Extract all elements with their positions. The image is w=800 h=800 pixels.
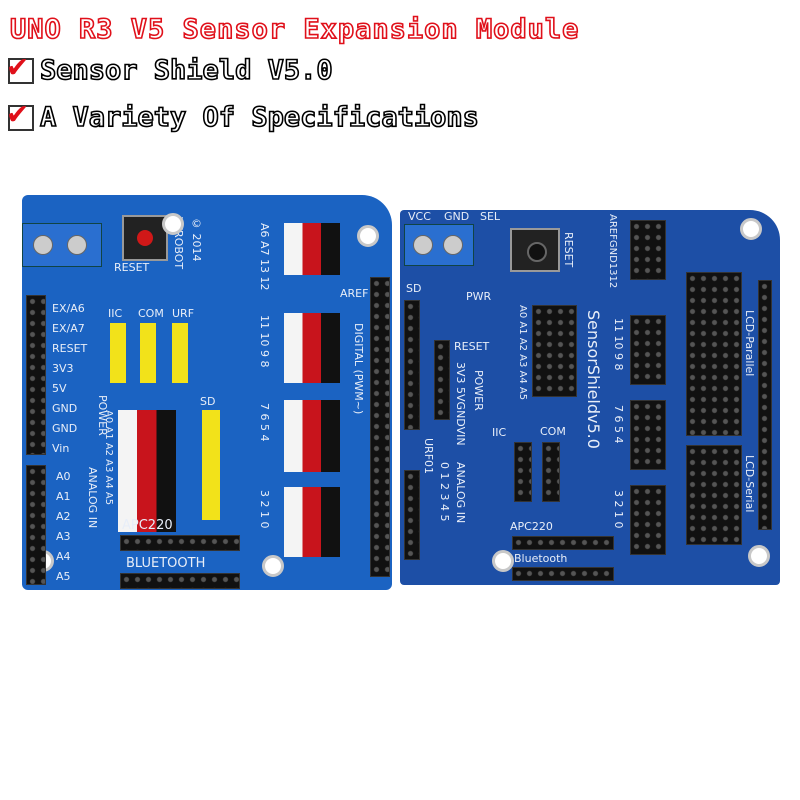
digital-header-2 [630, 315, 666, 385]
feature-item: ✔ A Variety Of Specifications [8, 93, 480, 134]
reset-label: RESET [114, 261, 150, 274]
digital-sensor-header-4 [284, 487, 340, 557]
digital-header [370, 277, 390, 577]
feature-item: ✔ Sensor Shield V5.0 [8, 46, 333, 87]
product-title: UNO R3 V5 Sensor Expansion Module [9, 13, 580, 46]
analog-in-label: ANALOG IN [86, 467, 99, 529]
left-sensor-shield-board: RESET YFROBOT © 2014 EX/A6 EX/A7 RESET 3… [22, 195, 392, 590]
lcd-parallel-connector [686, 272, 742, 436]
sd-yellow-header [202, 410, 220, 520]
feature-text: Sensor Shield V5.0 [39, 54, 333, 87]
digital-label: DIGITAL (PWM~) [352, 323, 365, 415]
power-terminal [404, 224, 474, 266]
iic-header [514, 442, 532, 502]
year-label: © 2014 [190, 217, 203, 262]
bluetooth-label: BLUETOOTH [126, 556, 206, 571]
power-label: POWER [96, 395, 109, 436]
urf-yellow-header [172, 323, 188, 383]
power-header [434, 340, 450, 420]
analog-sensor-header [118, 410, 176, 532]
digital-header-4 [630, 485, 666, 555]
com-header [542, 442, 560, 502]
board-title-label: SensorShieldv5.0 [584, 310, 603, 449]
analog-pin-labels: A0 A1 A2 A3 A4 A5 [56, 470, 71, 583]
right-edge-header [758, 280, 772, 530]
red-checkmark-icon: ✔ [8, 93, 34, 131]
bluetooth-header [120, 573, 240, 589]
digital-sensor-header-2 [284, 313, 340, 383]
analog-sensor-header [532, 305, 577, 397]
urf-header [404, 470, 420, 560]
iic-yellow-header [110, 323, 126, 383]
power-header [26, 295, 46, 455]
sd-header [404, 300, 420, 430]
red-checkmark-icon: ✔ [8, 46, 34, 84]
com-yellow-header [140, 323, 156, 383]
digital-header-3 [630, 400, 666, 470]
digital-header-1 [630, 220, 666, 280]
reset-button [122, 215, 168, 261]
analog-header [26, 465, 46, 585]
digital-sensor-header-1 [284, 223, 340, 275]
apc220-header [512, 536, 614, 550]
reset-button [510, 228, 560, 272]
apc220-header [120, 535, 240, 551]
digital-sensor-header-3 [284, 400, 340, 472]
power-pin-labels: EX/A6 EX/A7 RESET 3V3 5V GND GND Vin [52, 302, 88, 455]
apc220-label: APC220 [122, 518, 173, 533]
lcd-serial-connector [686, 445, 742, 545]
power-terminal [22, 223, 102, 267]
bluetooth-header [512, 567, 614, 581]
right-sensor-shield-board: VCC GND SEL RESET AREFGND1312 11 10 9 8 … [400, 210, 780, 585]
feature-text: A Variety Of Specifications [39, 101, 480, 134]
